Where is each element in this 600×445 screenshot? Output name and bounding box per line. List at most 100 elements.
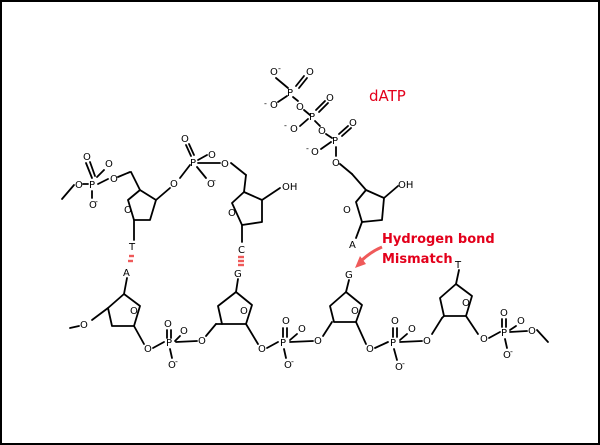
mismatch-annotation: dATP Hydrogen bond Mismatch	[355, 87, 495, 268]
svg-text:O: O	[270, 67, 278, 78]
svg-text:P: P	[89, 180, 95, 191]
svg-text:O: O	[168, 360, 176, 371]
svg-text:O: O	[221, 159, 229, 170]
svg-text:O: O	[349, 118, 357, 129]
svg-text:O: O	[180, 326, 188, 337]
svg-text:P: P	[332, 136, 338, 147]
svg-text:G: G	[234, 269, 242, 280]
top-sugar-2: O OH C	[228, 174, 297, 256]
svg-text:O: O	[351, 306, 359, 317]
svg-text:-: -	[175, 357, 178, 366]
svg-text:-: -	[278, 64, 281, 73]
svg-text:O: O	[391, 316, 399, 327]
svg-text:O: O	[517, 316, 525, 327]
datp-triphosphate: O - P O O - O P O O - O P O	[264, 64, 357, 175]
svg-text:O: O	[170, 179, 178, 190]
hydrogen-bonds	[128, 254, 244, 267]
svg-text:O: O	[395, 362, 403, 373]
svg-text:O: O	[258, 344, 266, 355]
svg-text:O: O	[208, 150, 216, 161]
svg-text:O: O	[408, 324, 416, 335]
annotation-arrowhead	[355, 256, 366, 268]
svg-text:O: O	[314, 336, 322, 347]
svg-text:O: O	[181, 134, 189, 145]
svg-text:O: O	[318, 126, 326, 137]
svg-text:O: O	[80, 320, 88, 331]
top-phosphate-1: O P O O - O O	[170, 134, 247, 190]
annotation-mismatch: Mismatch	[382, 252, 453, 267]
svg-text:O: O	[503, 350, 511, 361]
svg-text:P: P	[390, 338, 396, 349]
svg-text:C: C	[238, 245, 245, 256]
svg-text:O: O	[306, 67, 314, 78]
top-phosphate-left: O P O O O - O	[61, 152, 131, 211]
svg-text:P: P	[190, 158, 196, 169]
svg-text:O: O	[89, 200, 97, 211]
svg-text:A: A	[349, 240, 356, 251]
svg-text:O: O	[332, 158, 340, 169]
svg-text:P: P	[501, 328, 507, 339]
svg-text:O: O	[83, 152, 91, 163]
top-sugar-1: O T	[124, 171, 171, 253]
svg-text:O: O	[343, 205, 351, 216]
svg-text:P: P	[166, 338, 172, 349]
top-strand: O P O O O - O O T O P	[61, 64, 413, 256]
svg-text:O: O	[298, 324, 306, 335]
svg-text:O: O	[366, 344, 374, 355]
svg-text:O: O	[500, 308, 508, 319]
datp-label: dATP	[369, 87, 406, 105]
svg-text:O: O	[130, 306, 138, 317]
svg-text:O: O	[296, 102, 304, 113]
bottom-phosphate-1: P O - O O O	[164, 319, 217, 371]
svg-text:O: O	[480, 334, 488, 345]
bottom-strand: A O O O P O - O O O G	[69, 260, 549, 373]
svg-text:-: -	[213, 176, 216, 185]
svg-text:O: O	[462, 298, 470, 309]
bottom-sugar-1: A O O O	[69, 268, 165, 355]
svg-text:P: P	[309, 112, 315, 123]
svg-text:O: O	[284, 360, 292, 371]
svg-text:O: O	[75, 180, 83, 191]
svg-text:O: O	[282, 316, 290, 327]
svg-text:G: G	[345, 270, 353, 281]
svg-text:OH: OH	[282, 182, 297, 193]
svg-text:O: O	[228, 208, 236, 219]
svg-text:O: O	[144, 344, 152, 355]
bottom-phosphate-right: P O - O O O	[500, 308, 549, 361]
svg-text:-: -	[306, 144, 309, 153]
svg-text:-: -	[510, 347, 513, 356]
svg-text:O: O	[290, 124, 298, 135]
bottom-sugar-4: T O O	[439, 260, 501, 345]
bottom-phosphate-2: P O - O O O	[280, 316, 333, 371]
svg-text:O: O	[311, 147, 319, 158]
svg-text:O: O	[207, 179, 215, 190]
svg-text:-: -	[291, 357, 294, 366]
bottom-sugar-3: G O O	[329, 270, 389, 355]
svg-text:T: T	[128, 242, 136, 253]
svg-text:O: O	[423, 336, 431, 347]
svg-text:O: O	[270, 100, 278, 111]
svg-text:-: -	[402, 359, 405, 368]
annotation-hydrogen-bond: Hydrogen bond	[382, 232, 495, 247]
svg-text:O: O	[198, 336, 206, 347]
svg-text:O: O	[528, 326, 536, 337]
svg-text:-: -	[264, 99, 267, 108]
svg-text:O: O	[105, 159, 113, 170]
svg-text:O: O	[110, 174, 118, 185]
svg-text:OH: OH	[398, 180, 413, 191]
svg-text:-: -	[95, 197, 98, 206]
svg-text:O: O	[164, 319, 172, 330]
svg-text:O: O	[124, 205, 132, 216]
svg-text:-: -	[284, 121, 287, 130]
annotation-arrow	[358, 245, 383, 264]
svg-text:P: P	[280, 338, 286, 349]
svg-text:T: T	[454, 260, 462, 271]
svg-text:P: P	[287, 88, 293, 99]
svg-text:A: A	[123, 268, 130, 279]
svg-text:O: O	[240, 306, 248, 317]
svg-text:O: O	[326, 93, 334, 104]
bottom-sugar-2: G O O	[215, 269, 279, 355]
bottom-phosphate-3: P O - O O O	[390, 316, 443, 373]
